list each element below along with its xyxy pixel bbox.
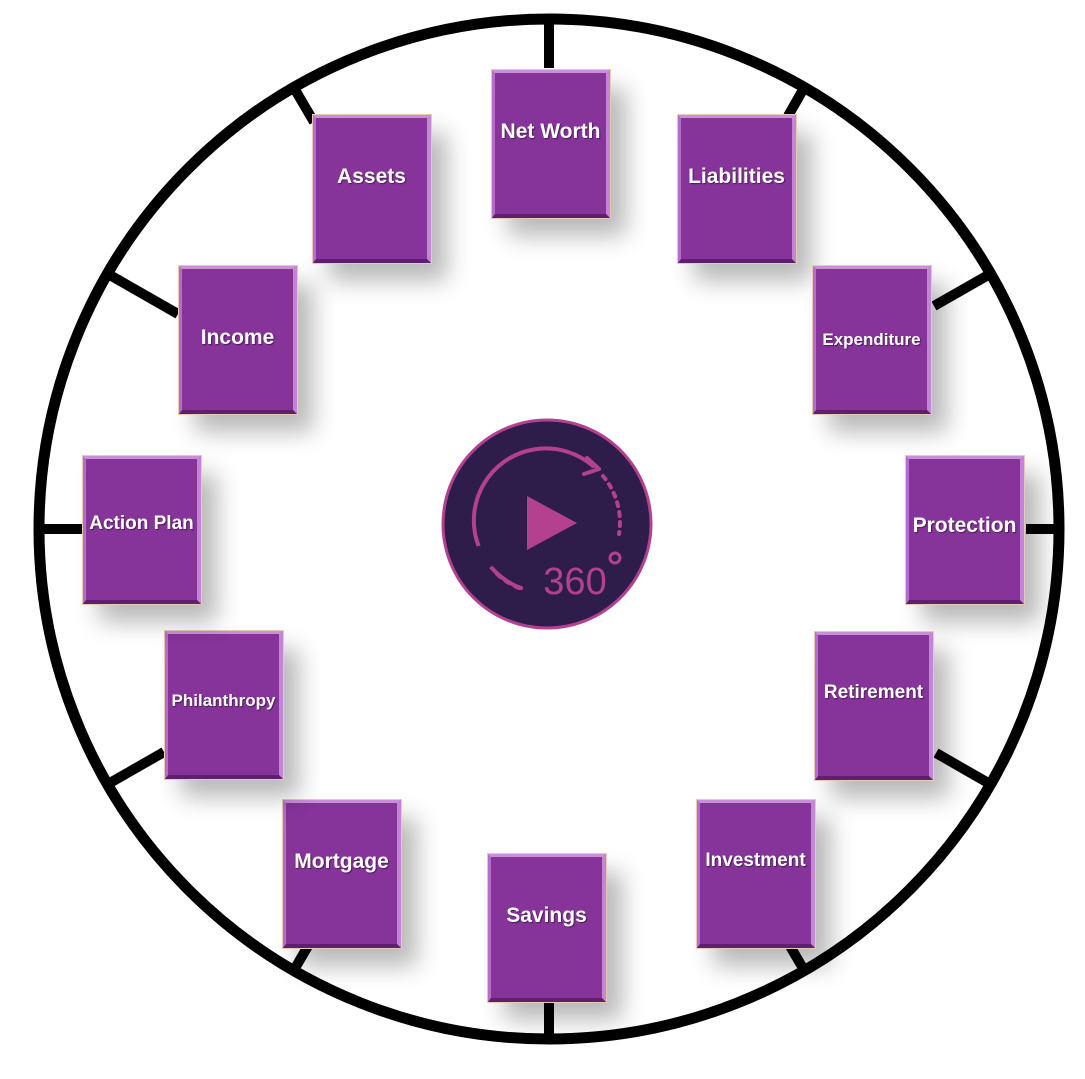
spoke [933, 748, 993, 789]
spoke [105, 269, 181, 319]
tile-retirement[interactable]: Retirement [815, 632, 933, 780]
tile-protection[interactable]: Protection [906, 456, 1024, 604]
tile-label: Savings [506, 904, 587, 927]
spoke [105, 747, 167, 789]
tile-income[interactable]: Income [179, 266, 297, 414]
tile-label: Philanthropy [171, 691, 276, 710]
tile-label: Assets [337, 165, 406, 188]
tile-action-plan[interactable]: Action Plan [83, 456, 201, 604]
tile-liabilities[interactable]: Liabilities [678, 115, 796, 263]
center-360-badge[interactable]: 360 [441, 418, 653, 630]
spoke [785, 943, 809, 973]
tile-mortgage[interactable]: Mortgage [283, 800, 401, 948]
spoke [783, 85, 809, 119]
play-360-icon [471, 446, 622, 590]
spoke [289, 943, 313, 973]
tile-label: Income [200, 326, 275, 349]
outer-ring [33, 13, 1065, 1045]
tile-label: Protection [912, 514, 1017, 537]
tile-philanthropy[interactable]: Philanthropy [165, 631, 283, 779]
tile-assets[interactable]: Assets [313, 115, 431, 263]
tile-label: Mortgage [294, 850, 389, 873]
badge-label: 360 [543, 561, 606, 603]
tile-label: Investment [705, 850, 806, 871]
tile-net-worth[interactable]: Net Worth [492, 70, 610, 218]
tile-expenditure[interactable]: Expenditure [813, 266, 931, 414]
spoke [931, 269, 993, 311]
tile-label: Expenditure [822, 330, 921, 349]
tile-label: Action Plan [89, 513, 194, 534]
tile-investment[interactable]: Investment [697, 800, 815, 948]
tile-savings[interactable]: Savings [488, 854, 606, 1002]
spoke [289, 85, 319, 125]
tile-label: Net Worth [500, 120, 601, 143]
tile-label: Liabilities [688, 165, 785, 188]
tile-label: Retirement [823, 682, 924, 703]
ring-spokes [40, 20, 1058, 1038]
